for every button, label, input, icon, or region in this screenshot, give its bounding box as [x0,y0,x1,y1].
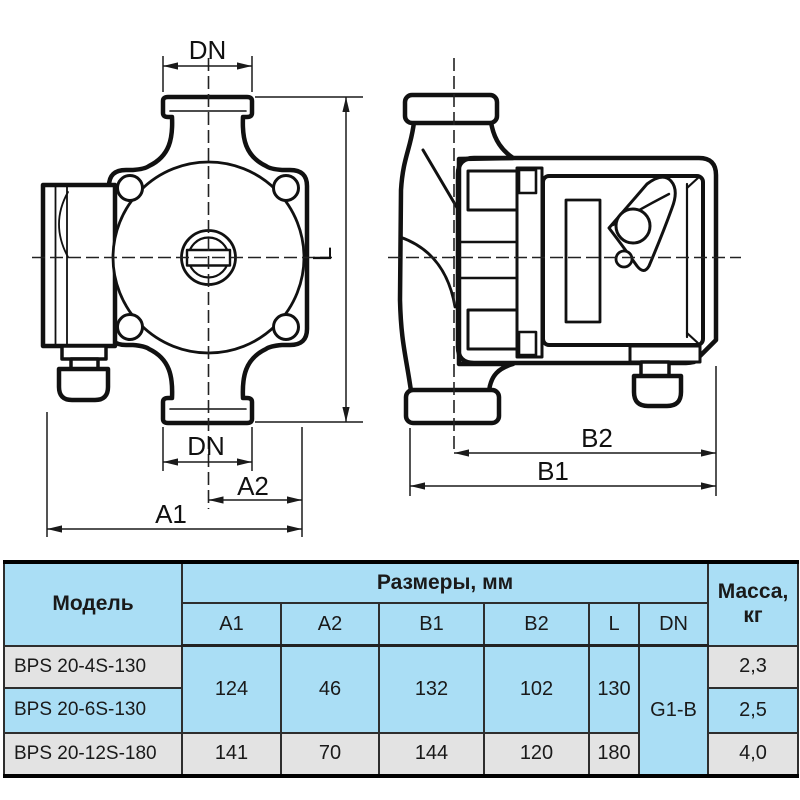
label-l: L [307,247,337,261]
table-row: BPS 20-6S-130 2,5 [3,686,800,734]
dimension-arrows [47,62,716,533]
value-b2: 120 [483,731,590,777]
header-dimensions: Размеры, мм [180,561,710,604]
side-view [397,92,719,426]
stator-block-bottom [466,308,519,351]
cable-gland-step1 [60,344,108,361]
value-a1: 141 [181,731,282,777]
volute-cone-line [421,148,461,213]
side-bottom-flange [403,387,502,426]
value-l-shared: 130 [588,644,640,734]
header-col-a2: A2 [280,602,380,647]
arrowhead [208,496,224,504]
plate-tab-bottom [517,330,538,357]
arrowhead [287,525,302,533]
value-a2: 70 [280,731,380,777]
terminal-box-bevel-top [685,175,701,190]
value-l: 180 [588,731,640,777]
mass-cell: 2,3 [707,644,800,689]
spec-table-container: Модель Размеры, мм Масса, кг A1 A2 B1 B2… [3,560,800,778]
arrowhead [237,62,252,70]
header-mass-line1: Масса, [717,580,789,604]
dimension-labels: DN L DN A2 A1 B2 B1 [155,35,613,529]
bolt-top-left [116,174,144,202]
header-col-b2: B2 [483,602,590,647]
model-cell: BPS 20-6S-130 [3,686,183,734]
header-col-a1: A1 [181,602,282,647]
terminal-box-bevel-bottom [685,331,701,346]
header-col-dn: DN [637,602,710,647]
label-a1: A1 [155,499,187,529]
value-b1: 144 [378,731,485,777]
side-top-flange [402,92,500,126]
value-a2-shared: 46 [280,644,380,734]
front-view [40,94,310,426]
pump-technical-drawing: DN L DN A2 A1 B2 B1 [32,35,741,537]
arrowhead [163,458,178,466]
bolt-top-right [272,174,300,202]
table-row: BPS 20-12S-180 141 70 144 120 180 4,0 [3,731,800,777]
header-mass: Масса, кг [707,561,800,647]
volute-arc-line [398,235,457,309]
value-b1-shared: 132 [378,644,485,734]
motor-flange-plate [515,166,544,359]
label-dn-top: DN [189,35,227,65]
arrowhead [163,62,178,70]
label-b2: B2 [581,423,613,453]
arrowhead [454,449,469,457]
side-gland-nut [631,373,684,409]
mass-cell: 2,5 [707,686,800,734]
mass-cell: 4,0 [707,731,800,777]
value-a1-shared: 124 [181,644,282,734]
terminal-box-front [40,182,118,349]
model-cell: BPS 20-4S-130 [3,644,183,689]
centerlines [32,58,741,509]
arrowhead [287,496,302,504]
model-cell: BPS 20-12S-180 [3,731,183,777]
stator-block-top [466,169,519,212]
nameplate-window [564,198,602,324]
arrowhead [342,97,350,112]
indicator-dot [614,249,634,269]
value-dn-shared: G1-B [637,644,710,777]
bolt-bottom-right [272,313,300,341]
side-gland-tab [628,344,702,364]
bolt-bottom-left [116,313,144,341]
dimension-lines [46,56,717,537]
plate-tab-top [517,168,538,195]
arrowhead [701,449,716,457]
header-col-b1: B1 [378,602,485,647]
table-row: BPS 20-4S-130 124 46 132 102 130 G1-B 2,… [3,644,800,777]
label-b1: B1 [537,456,569,486]
label-dn-bottom: DN [187,431,225,461]
label-a2: A2 [237,471,269,501]
arrowhead [342,407,350,422]
header-mass-line2: кг [743,604,763,628]
arrowhead [237,458,252,466]
arrowhead [410,482,425,490]
arrowhead [47,525,62,533]
speed-knob-dial [614,207,652,245]
terminal-box-wire-curve [58,191,69,258]
value-b2-shared: 102 [483,644,590,734]
arrowhead [701,482,716,490]
dimensions-table: Модель Размеры, мм Масса, кг A1 A2 B1 B2… [3,560,800,778]
header-model: Модель [3,561,183,647]
cable-gland-nut [56,366,111,403]
header-col-l: L [588,602,640,647]
